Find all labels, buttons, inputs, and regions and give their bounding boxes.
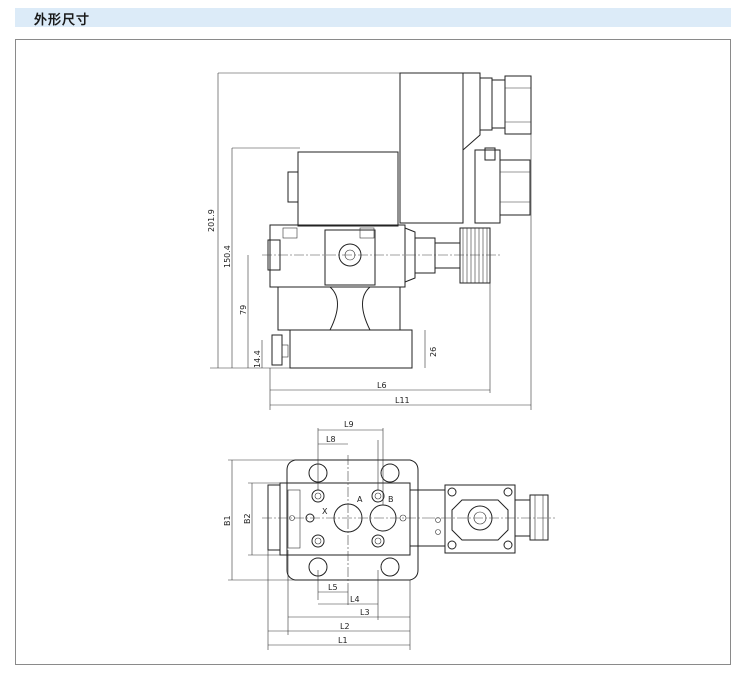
dim-h-axis: 79 bbox=[239, 305, 248, 315]
section-title: 外形尺寸 bbox=[34, 13, 91, 28]
dim-l2: L2 bbox=[340, 622, 350, 631]
dim-l1: L1 bbox=[338, 636, 348, 645]
dim-l11: L11 bbox=[395, 396, 410, 405]
dim-l3: L3 bbox=[360, 608, 370, 617]
dim-h-total: 201.9 bbox=[207, 209, 216, 232]
port-b-label: B bbox=[388, 495, 394, 504]
dim-b1: B1 bbox=[223, 515, 232, 526]
dim-l5: L5 bbox=[328, 583, 338, 592]
port-x-label: X bbox=[322, 507, 328, 516]
port-a-label: A bbox=[357, 495, 363, 504]
dim-h-base: 14.4 bbox=[253, 350, 262, 368]
side-view: 201.9 150.4 79 14.4 26 L6 L11 bbox=[207, 72, 532, 410]
top-view: A B X L9 L8 B1 B2 bbox=[223, 420, 555, 650]
dim-l8: L8 bbox=[326, 435, 336, 444]
dim-l4: L4 bbox=[350, 595, 360, 604]
drawing-frame bbox=[15, 39, 731, 665]
dim-b2: B2 bbox=[243, 513, 252, 524]
dim-l9: L9 bbox=[344, 420, 354, 429]
section-header: 外形尺寸 bbox=[15, 8, 731, 28]
dim-h-26: 26 bbox=[429, 347, 438, 357]
dim-h-solenoid: 150.4 bbox=[223, 245, 232, 268]
dim-l6: L6 bbox=[377, 381, 387, 390]
